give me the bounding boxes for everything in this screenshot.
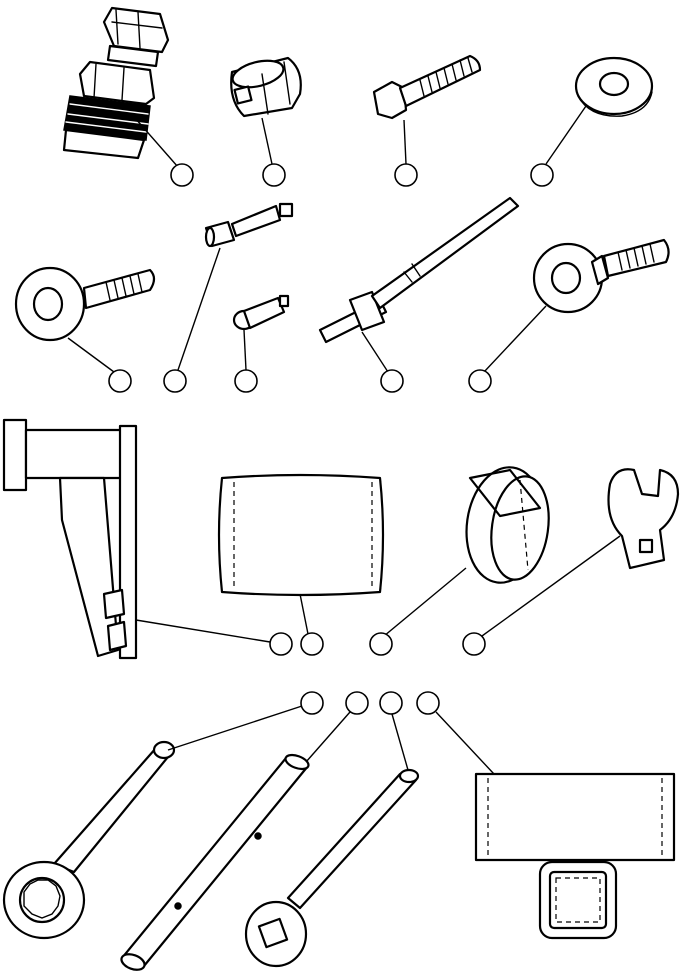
- leader-line: [435, 711, 495, 775]
- callout-balloon: [300, 632, 324, 656]
- callout-balloon: [462, 632, 486, 656]
- leader-line: [243, 329, 247, 371]
- callout-balloon: [300, 691, 324, 715]
- leader-line: [67, 337, 115, 373]
- leader-line: [391, 713, 409, 771]
- callout-balloon: [269, 632, 293, 656]
- callout-balloon: [379, 691, 403, 715]
- callout-balloon: [234, 369, 258, 393]
- leader-line: [383, 567, 467, 637]
- leader-line: [261, 117, 273, 165]
- leader-line: [134, 117, 179, 168]
- square-drive-socket-icon: [230, 56, 302, 118]
- crowfoot-wrench-icon: [607, 468, 680, 570]
- leader-line: [481, 535, 621, 637]
- box-end-wrench-icon: [2, 740, 176, 940]
- sleeve-block-icon: [217, 473, 385, 597]
- leader-line: [483, 305, 547, 373]
- leader-line: [135, 619, 271, 643]
- callout-balloon: [163, 369, 187, 393]
- eye-bolt-right-icon: [532, 238, 670, 314]
- hex-bolt-icon: [372, 54, 482, 120]
- callout-balloon: [170, 163, 194, 187]
- callout-balloon: [345, 691, 369, 715]
- callout-balloon: [380, 369, 404, 393]
- callout-balloon: [262, 163, 286, 187]
- eye-bolt-left-icon: [14, 266, 156, 342]
- square-socket-wrench-icon: [244, 768, 420, 968]
- flat-washer-icon: [574, 56, 654, 117]
- callout-balloon: [416, 691, 440, 715]
- leader-line: [545, 105, 587, 165]
- bracket-fixture-icon: [2, 418, 138, 660]
- callout-balloon: [394, 163, 418, 187]
- sliding-t-handle-icon: [318, 196, 520, 344]
- callout-balloon: [530, 163, 554, 187]
- ring-collar-icon: [465, 466, 550, 584]
- leader-line: [305, 711, 351, 763]
- leader-line: [167, 705, 303, 751]
- leader-line: [361, 331, 389, 373]
- hose-coupling-icon: [62, 6, 170, 160]
- callout-balloon: [369, 632, 393, 656]
- drive-extension-icon: [204, 202, 294, 248]
- drive-adapter-icon: [232, 294, 290, 331]
- box-tool-icon: [474, 772, 676, 940]
- leader-line: [403, 119, 407, 165]
- leader-line: [299, 593, 309, 635]
- callout-balloon: [108, 369, 132, 393]
- tube-wrench-icon: [120, 753, 310, 971]
- callout-balloon: [468, 369, 492, 393]
- leader-line: [177, 247, 221, 371]
